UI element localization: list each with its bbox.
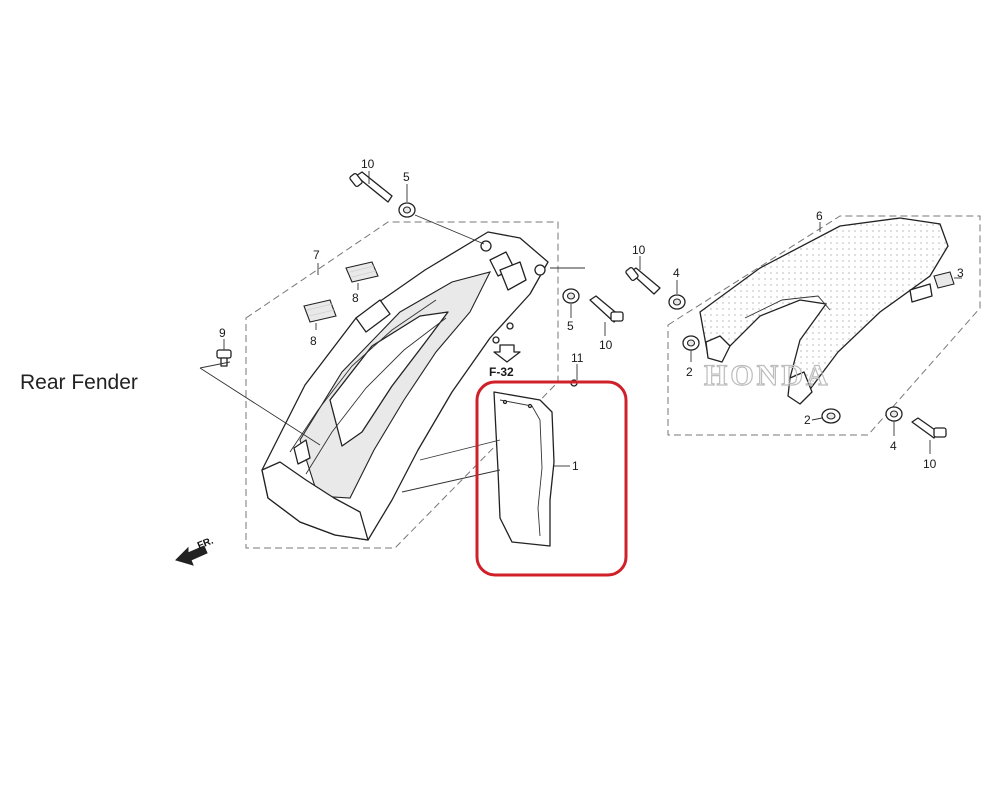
callout-6: 6 (816, 209, 823, 223)
callout-9: 9 (219, 326, 226, 340)
callout-10-right-bottom: 10 (923, 457, 937, 471)
reference-label: F-32 (489, 365, 514, 379)
collar-2-right (821, 408, 841, 424)
bolt-10-mid (589, 295, 624, 323)
pad-8-upper (345, 261, 379, 283)
pad-3 (933, 271, 955, 289)
bolt-10-right-top (625, 266, 661, 295)
rear-fender-body (261, 231, 549, 541)
bolt-10-right-bottom (911, 417, 947, 439)
callout-4-bottom: 4 (890, 439, 897, 453)
screw-9 (216, 349, 232, 367)
callout-11: 11 (571, 351, 584, 365)
callout-2-left: 2 (686, 365, 693, 379)
highlight-box (475, 380, 628, 577)
callout-8-upper: 8 (352, 291, 359, 305)
reference-arrow (493, 344, 521, 363)
callout-10-mid: 10 (599, 338, 613, 352)
callout-1: 1 (572, 459, 579, 473)
callout-5: 5 (403, 170, 410, 184)
callout-2-right: 2 (804, 413, 811, 427)
seat-cowl-6 (699, 217, 949, 405)
assembly-boundary-right (667, 215, 981, 436)
grommet-5-mid (562, 288, 580, 304)
grommet-4-top (668, 294, 686, 310)
callout-10-right-top: 10 (632, 243, 646, 257)
callout-7: 7 (313, 248, 320, 262)
grommet-4-bottom (885, 406, 903, 422)
grommet-5-top (398, 202, 416, 218)
callout-5-mid: 5 (567, 319, 574, 333)
bolt-10-top (349, 171, 393, 203)
brand-watermark: HONDA (704, 359, 831, 392)
small-screws (492, 322, 514, 344)
callout-8-lower: 8 (310, 334, 317, 348)
mud-flap-1 (493, 391, 555, 547)
callout-4-top: 4 (673, 266, 680, 280)
front-marker: FR. (196, 535, 215, 551)
collar-2-left (682, 335, 700, 351)
front-direction-arrow (175, 545, 208, 566)
diagram-title: Rear Fender (20, 371, 138, 394)
pad-8-lower (303, 299, 337, 323)
callout-3: 3 (957, 266, 964, 280)
callout-10: 10 (361, 157, 375, 171)
